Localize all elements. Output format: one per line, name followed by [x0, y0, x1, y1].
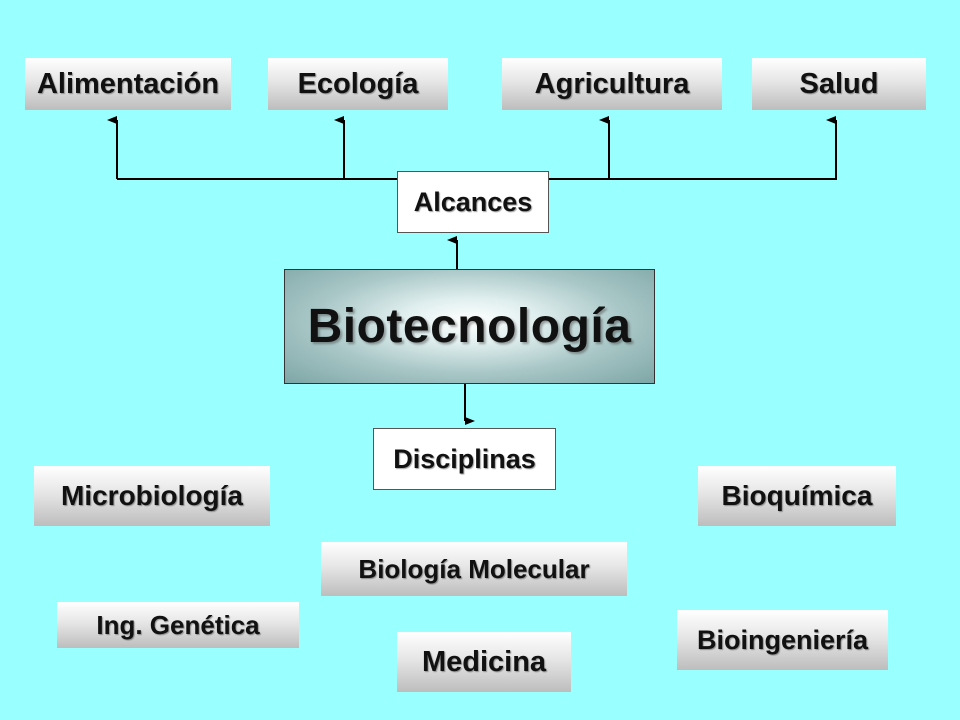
alcance-alimentacion-label: Alimentación	[36, 67, 220, 100]
alcance-agricultura-label: Agricultura	[534, 67, 690, 100]
disciplina-biologia-molecular-label: Biología Molecular	[358, 553, 590, 584]
disciplina-microbiologia-label: Microbiología	[61, 480, 243, 511]
disciplina-ing-genetica-label: Ing. Genética	[96, 609, 260, 640]
alcance-agricultura: Agricultura	[502, 58, 722, 110]
alcance-ecologia-label: Ecología	[297, 67, 419, 100]
alcance-salud: Salud	[752, 58, 926, 110]
central-topic-box: Biotecnología	[284, 269, 655, 384]
disciplinas-box: Disciplinas	[373, 428, 556, 490]
alcances-label: Alcances	[413, 186, 533, 217]
disciplina-bioingenieria-label: Bioingeniería	[696, 624, 869, 655]
alcance-salud-label: Salud	[799, 67, 879, 100]
disciplina-ing-genetica: Ing. Genética	[57, 602, 299, 648]
disciplina-bioquimica: Bioquímica	[698, 466, 896, 526]
alcance-ecologia: Ecología	[268, 58, 448, 110]
alcance-alimentacion: Alimentación	[25, 58, 231, 110]
disciplina-medicina-label: Medicina	[421, 645, 547, 678]
alcances-box: Alcances	[397, 171, 549, 233]
disciplina-biologia-molecular: Biología Molecular	[321, 542, 627, 596]
disciplina-microbiologia: Microbiología	[34, 466, 270, 526]
disciplina-bioquimica-label: Bioquímica	[721, 480, 873, 511]
disciplina-bioingenieria: Bioingeniería	[677, 610, 888, 670]
central-topic-label: Biotecnología	[307, 300, 632, 353]
disciplina-medicina: Medicina	[397, 632, 571, 692]
disciplinas-label: Disciplinas	[393, 443, 536, 474]
